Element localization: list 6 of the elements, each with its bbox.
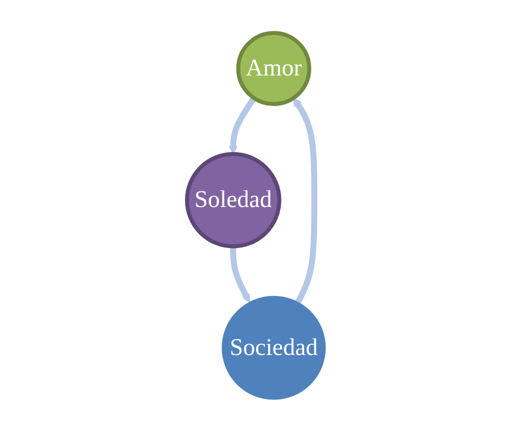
arrow: [230, 246, 250, 304]
node-circle: Soledad: [184, 152, 282, 249]
arrow: [293, 98, 318, 304]
node-circle: Amor: [236, 31, 312, 106]
arrow: [228, 96, 256, 155]
node-circle: Sociedad: [222, 296, 326, 400]
